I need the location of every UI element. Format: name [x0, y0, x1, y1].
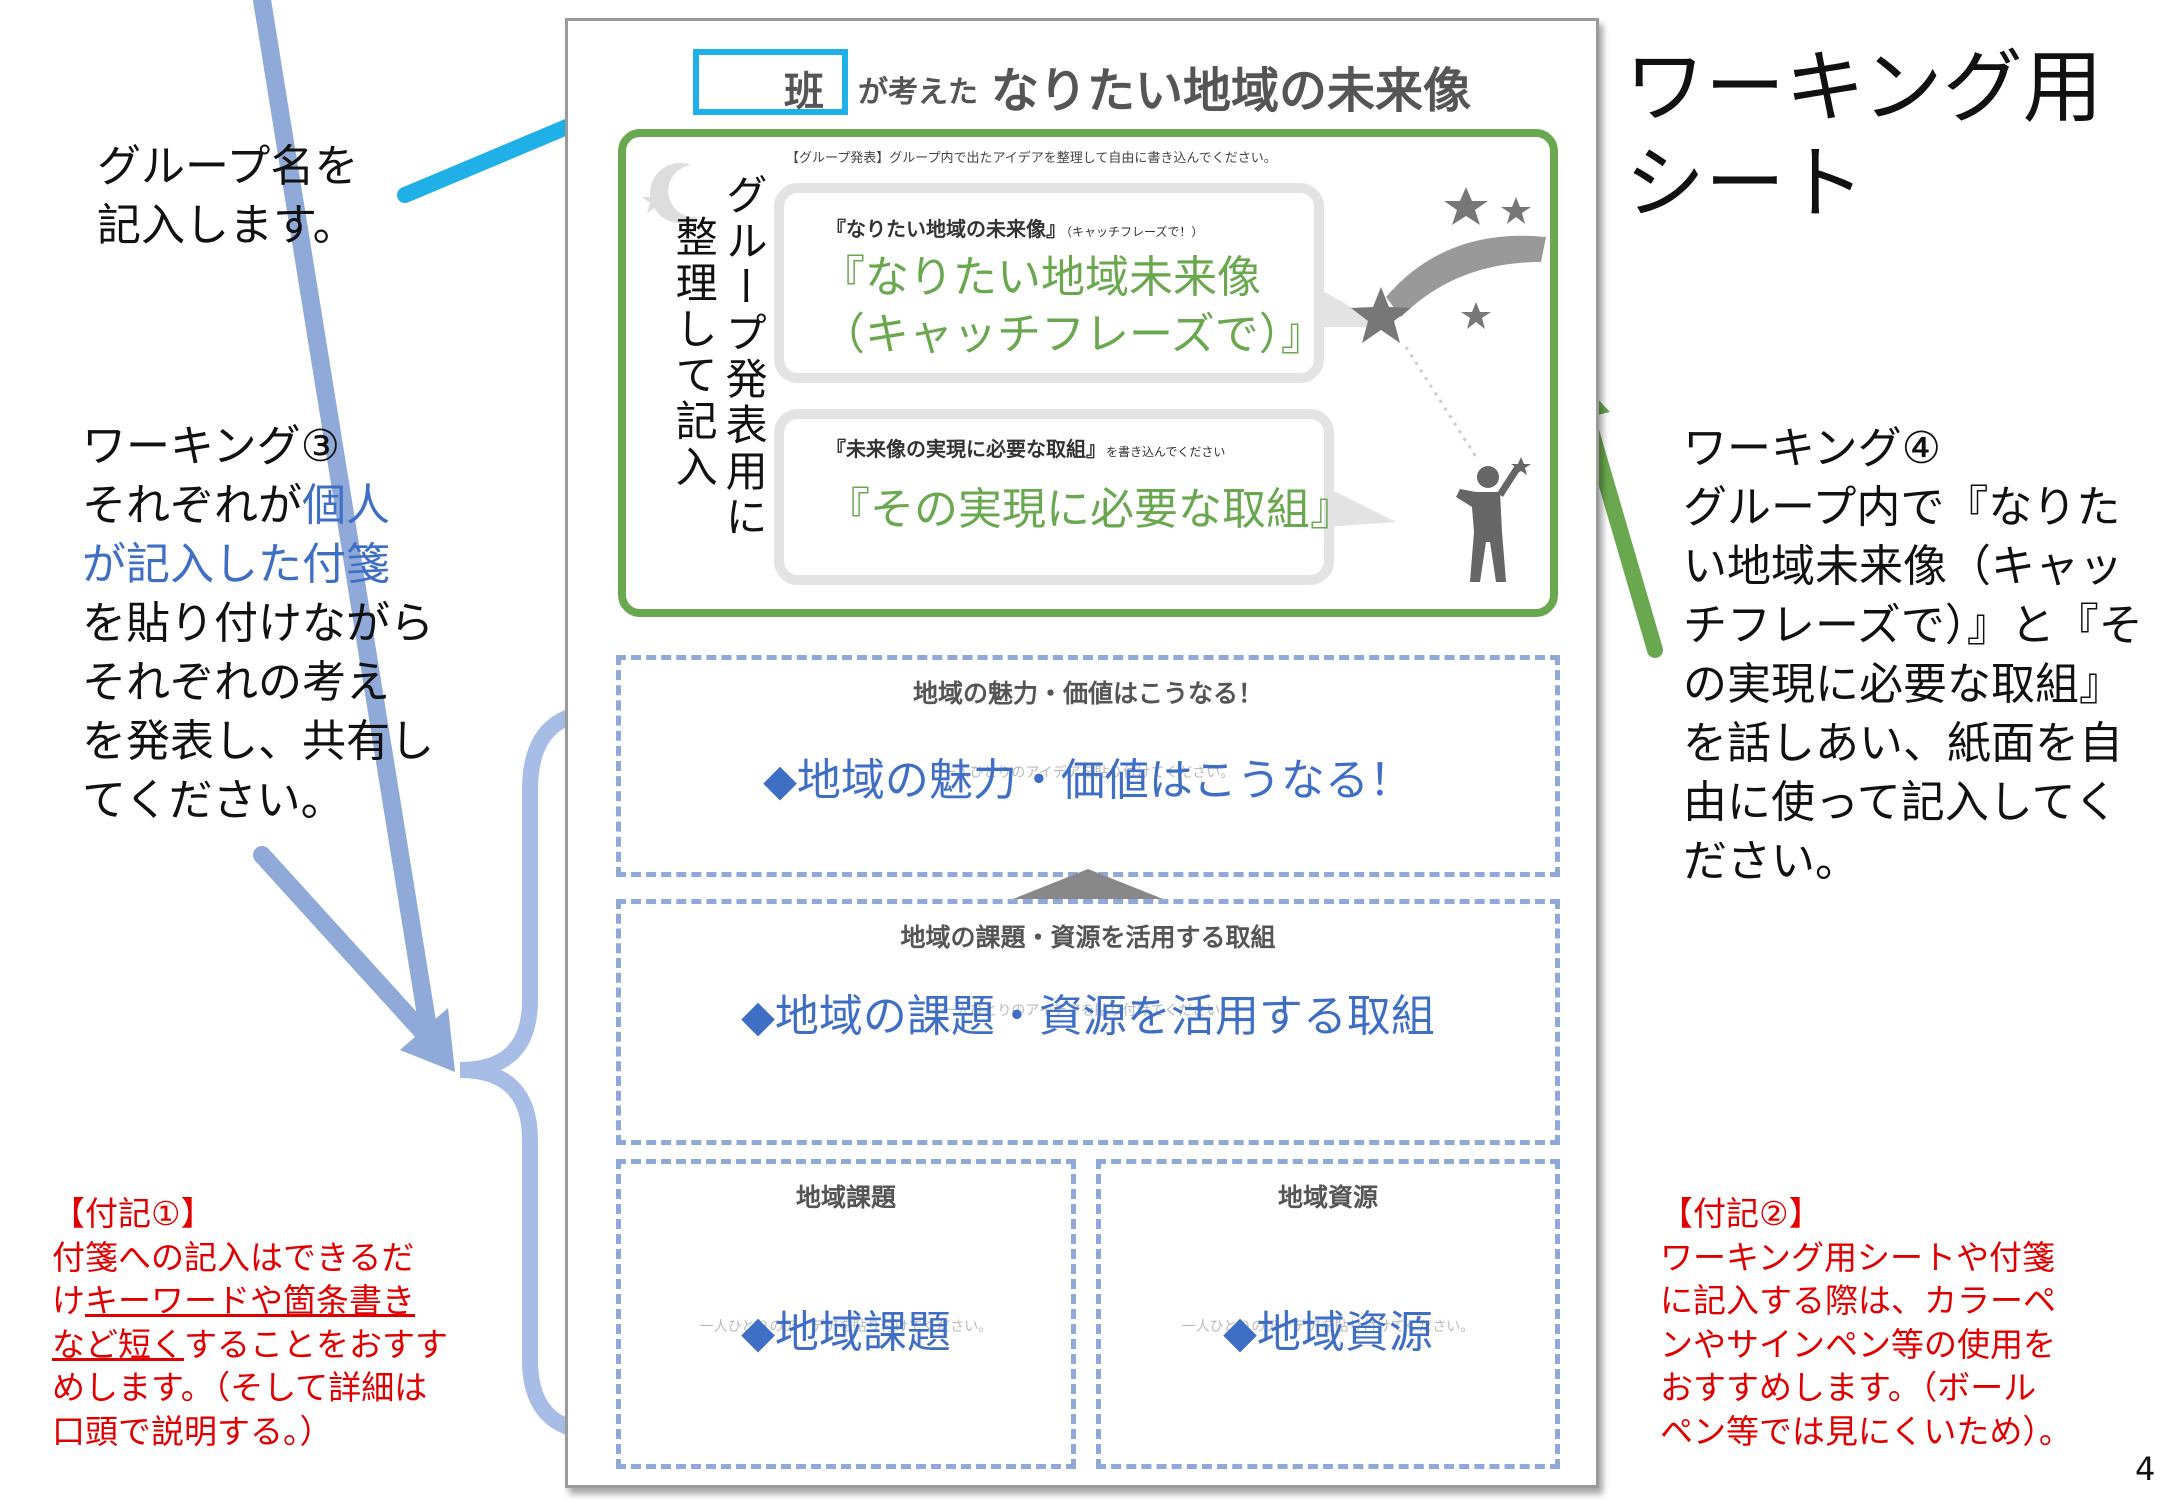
shooting-star-icon	[1351, 187, 1546, 458]
appendix-note-2: 【付記②】 ワーキング用シートや付箋 に記入する際は、カラーペ ンやサインペン等…	[1660, 1194, 2072, 1451]
issues-title: 地域課題	[795, 1183, 896, 1212]
speech-bubble-future	[774, 183, 1324, 383]
issues-hint: 一人ひとりのアイデアを貼り付けてください。	[699, 1319, 993, 1335]
working3-instructions: ワーキング③ それぞれが個人 が記入した付箋 を貼り付けながら それぞれの考え …	[82, 421, 434, 826]
initiative-title: 地域の課題・資源を活用する取組	[900, 923, 1276, 952]
attraction-text: ◆地域の魅力・価値はこうなる！	[763, 755, 1413, 806]
group-name-note: グループ名を 記入します。	[97, 141, 359, 251]
bubble-tail	[1326, 487, 1396, 527]
group-presentation-panel: 【グループ発表】グループ内で出たアイデアを整理して自由に書き込んでください。 グ…	[618, 129, 1558, 617]
vertical-label-2: 整理して記入	[669, 215, 719, 491]
appendix-note-1: 【付記①】 付箋への記入はできるだ けキーワードや箇条書き など短くすることをお…	[52, 1194, 448, 1451]
page-heading: ワーキング用 シート	[1625, 41, 2103, 230]
vertical-label-1: グループ発表用に	[719, 173, 769, 541]
initiative-hint: 一人ひとりのアイデアを貼り付けてください。	[941, 1003, 1235, 1019]
initiative-box: 地域の課題・資源を活用する取組 一人ひとりのアイデアを貼り付けてください。 ◆地…	[616, 899, 1560, 1145]
resources-hint: 一人ひとりのアイデアを貼り付けてください。	[1181, 1319, 1475, 1335]
future-label: 『なりたい地域の未来像』（キャッチフレーズで！）	[826, 217, 1204, 241]
worksheet: 班 が考えた なりたい地域の未来像 【グループ発表】グループ内で出たアイデアを整…	[565, 18, 1599, 1488]
panel-note: 【グループ発表】グループ内で出たアイデアを整理して自由に書き込んでください。	[786, 151, 1277, 166]
issues-box: 地域課題 一人ひとりのアイデアを貼り付けてください。 ◆地域課題	[616, 1159, 1076, 1469]
attraction-hint: 一人ひとりのアイデアを貼り付けてください。	[941, 765, 1235, 781]
action-text: 『その実現に必要な取組』	[826, 484, 1354, 535]
speech-bubble-action	[774, 409, 1334, 585]
attraction-title: 地域の魅力・価値はこうなる！	[912, 679, 1263, 708]
group-name-box[interactable]: 班	[693, 49, 848, 115]
resources-text: ◆地域資源	[1223, 1307, 1433, 1358]
issues-text: ◆地域課題	[741, 1307, 951, 1358]
resources-title: 地域資源	[1277, 1183, 1378, 1212]
working4-instructions: ワーキング④ グループ内で『なりた い地域未来像（キャッ チフレーズで）』と『そ…	[1683, 423, 2143, 887]
person-icon	[1456, 457, 1531, 582]
moon-icon	[642, 162, 698, 223]
page-number: 4	[2135, 1450, 2156, 1488]
initiative-text: ◆地域の課題・資源を活用する取組	[741, 991, 1435, 1042]
action-label: 『未来像の実現に必要な取組』を書き込んでください	[826, 437, 1226, 461]
future-text: 『なりたい地域未来像 （キャッチフレーズで）』	[821, 252, 1325, 361]
resources-box: 地域資源 一人ひとりのアイデアを貼り付けてください。 ◆地域資源	[1096, 1159, 1560, 1469]
title-prefix: が考えた	[858, 75, 978, 110]
sheet-title: なりたい地域の未来像	[991, 63, 1472, 119]
group-suffix: 班	[784, 69, 824, 115]
attraction-box: 地域の魅力・価値はこうなる！ 一人ひとりのアイデアを貼り付けてください。 ◆地域…	[616, 655, 1560, 877]
